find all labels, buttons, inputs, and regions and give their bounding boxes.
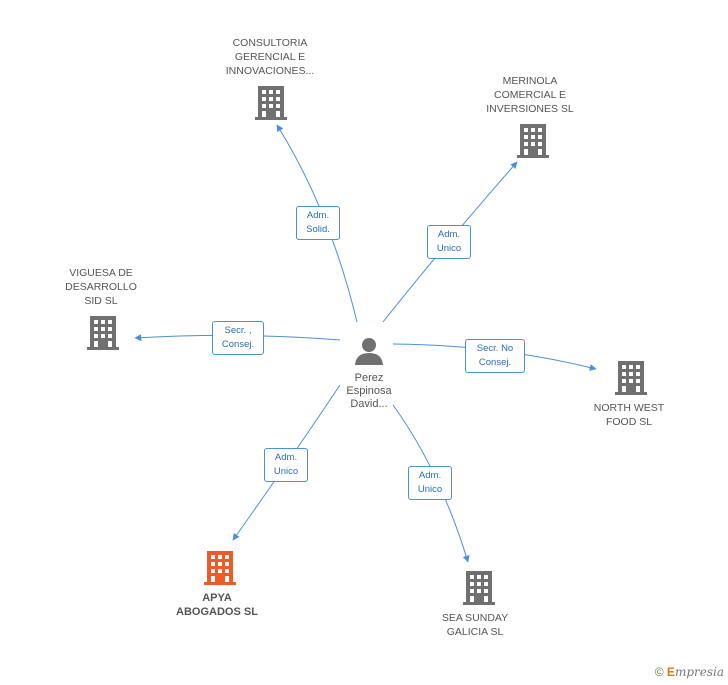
- company-label-merinola[interactable]: MERINOLA COMERCIAL E INVERSIONES SL: [486, 75, 574, 115]
- building-icon[interactable]: [463, 571, 495, 605]
- copyright-symbol: ©: [654, 665, 664, 679]
- company-label-consultoria[interactable]: CONSULTORIA GERENCIAL E INNOVACIONES...: [225, 37, 315, 77]
- empresia-logo: © Empresia: [655, 665, 724, 679]
- person-icon[interactable]: [354, 336, 384, 366]
- edge-label-apya: Adm. Unico: [264, 448, 308, 482]
- company-label-seasunday[interactable]: SEA SUNDAY GALICIA SL: [441, 612, 509, 638]
- edge-label-seasunday: Adm. Unico: [408, 466, 452, 500]
- company-label-northwest[interactable]: NORTH WEST FOOD SL: [593, 402, 665, 428]
- company-label-apya[interactable]: APYA ABOGADOS SL: [176, 592, 258, 618]
- building-icon[interactable]: [87, 316, 119, 350]
- edge-label-northwest: Secr. No Consej.: [465, 339, 525, 373]
- company-label-viguesa[interactable]: VIGUESA DE DESARROLLO SID SL: [65, 267, 137, 307]
- building-icon[interactable]: [615, 361, 647, 395]
- edge-label-viguesa: Secr. , Consej.: [212, 321, 264, 355]
- person-name[interactable]: Perez Espinosa David...: [346, 372, 392, 410]
- brand-initial: E: [666, 665, 675, 679]
- edge-label-consultoria: Adm. Solid.: [296, 206, 340, 240]
- building-icon[interactable]: [255, 86, 287, 120]
- building-icon[interactable]: [517, 124, 549, 158]
- building-icon[interactable]: [204, 551, 236, 585]
- edge-label-merinola: Adm. Unico: [427, 225, 471, 259]
- brand-name: mpresia: [674, 665, 724, 679]
